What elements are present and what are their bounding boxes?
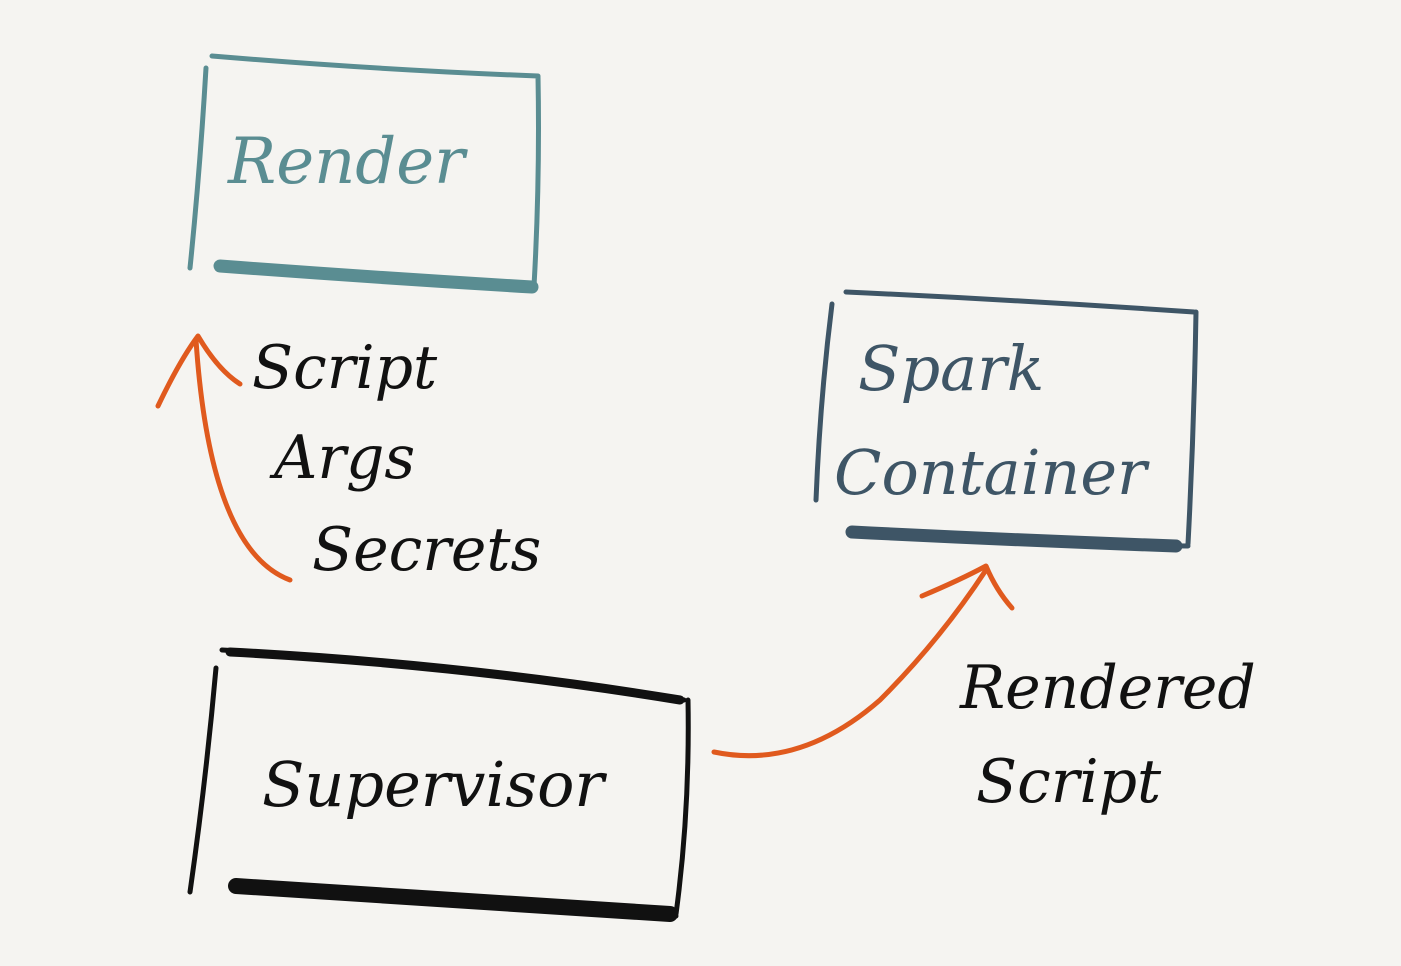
arrow-shaft <box>193 337 293 583</box>
render-box-shadow <box>213 259 539 294</box>
annotation-secrets: Secrets <box>312 515 541 585</box>
arrowhead-icon <box>155 333 243 409</box>
annotation-args: Args <box>269 423 415 493</box>
arrow-shaft <box>711 567 989 759</box>
annotation-rendered-script: Script <box>976 747 1162 817</box>
annotation-script: Script <box>252 333 438 403</box>
arrow-supervisor-to-spark <box>711 563 1015 759</box>
supervisor-node: Supervisor <box>187 647 691 922</box>
spark-edge-annotation: Rendered Script <box>959 653 1256 817</box>
spark-label-line2: Container <box>834 436 1150 509</box>
spark-container-node: Spark Container <box>813 289 1199 553</box>
render-edge-annotation: Script Args Secrets <box>252 333 541 585</box>
supervisor-box-shadow <box>228 878 678 922</box>
arrowhead-icon <box>919 563 1015 611</box>
render-label: Render <box>227 125 468 199</box>
render-node: Render <box>187 53 541 294</box>
arrow-supervisor-to-render <box>155 333 293 583</box>
supervisor-box-top-shadow <box>225 647 685 705</box>
spark-box-outline <box>813 289 1199 549</box>
spark-label-line1: Spark <box>858 332 1044 405</box>
spark-box-shadow <box>845 525 1183 553</box>
render-box-outline <box>187 53 541 290</box>
annotation-rendered: Rendered <box>959 653 1256 723</box>
supervisor-label: Supervisor <box>262 748 607 821</box>
